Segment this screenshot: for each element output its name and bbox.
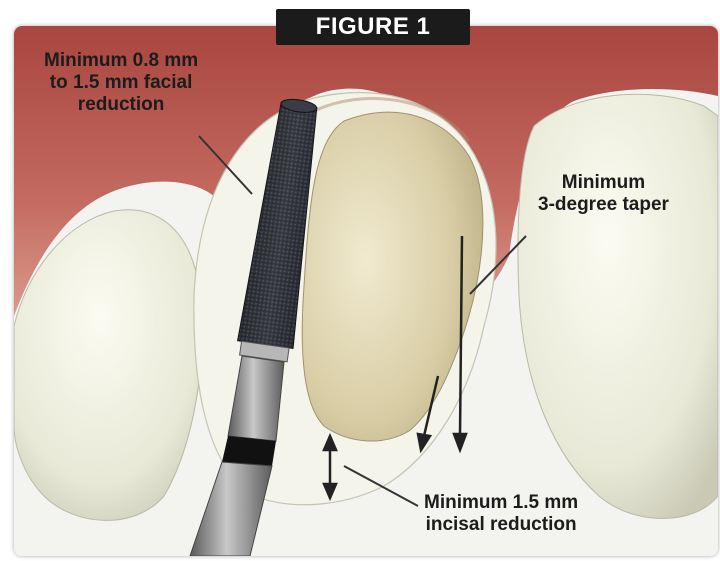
taper-line-1: Minimum [538,172,669,194]
incisal-reduction-line-2: incisal reduction [424,514,578,536]
figure-title: FIGURE 1 [316,13,431,41]
figure-title-box: FIGURE 1 [276,9,470,45]
incisal-reduction-label: Minimum 1.5 mm incisal reduction [424,492,578,536]
taper-label: Minimum 3-degree taper [538,172,669,216]
incisal-reduction-line-1: Minimum 1.5 mm [424,492,578,514]
facial-reduction-line-2: to 1.5 mm facial [44,72,198,94]
facial-reduction-label: Minimum 0.8 mm to 1.5 mm facial reductio… [44,50,198,116]
facial-reduction-line-3: reduction [44,94,198,116]
facial-reduction-line-1: Minimum 0.8 mm [44,50,198,72]
taper-line-2: 3-degree taper [538,194,669,216]
